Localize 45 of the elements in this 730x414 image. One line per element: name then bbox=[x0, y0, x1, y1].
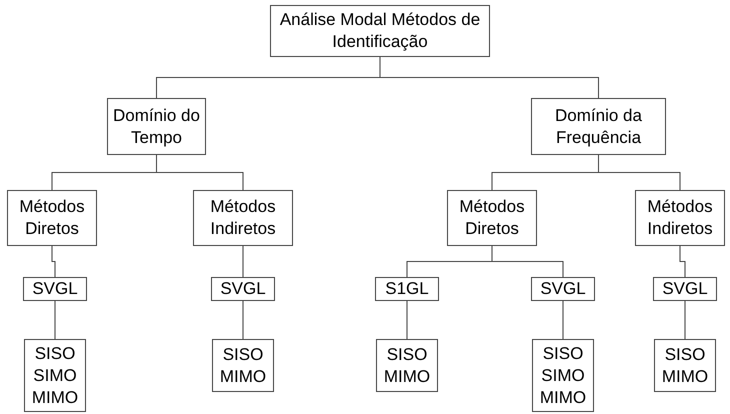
process-box bbox=[211, 277, 275, 301]
box-label: SVGL bbox=[32, 278, 78, 300]
box-label: SISO MIMO bbox=[220, 344, 266, 388]
connector-line bbox=[680, 246, 686, 278]
box-label: Métodos Indiretos bbox=[646, 196, 714, 240]
connector-line bbox=[562, 300, 564, 340]
box-label: SVGL bbox=[662, 278, 708, 300]
process-box bbox=[635, 190, 725, 246]
process-box bbox=[212, 339, 274, 392]
process-box bbox=[24, 339, 86, 412]
process-box bbox=[23, 277, 87, 301]
box-label: SISO SIMO MIMO bbox=[32, 342, 78, 408]
connector-line bbox=[242, 300, 244, 340]
box-label: SVGL bbox=[220, 278, 266, 300]
box-label: SISO MIMO bbox=[384, 344, 430, 388]
box-label: Domínio do Tempo bbox=[112, 104, 201, 148]
process-box bbox=[193, 190, 293, 246]
box-label: Domínio da Frequência bbox=[554, 104, 643, 148]
box-label: Métodos Diretos bbox=[458, 196, 526, 240]
process-box bbox=[7, 190, 97, 246]
process-box bbox=[532, 339, 594, 412]
connector-line bbox=[156, 154, 244, 190]
process-box bbox=[447, 190, 537, 246]
process-box bbox=[531, 98, 666, 155]
connector-line bbox=[52, 246, 56, 278]
process-box bbox=[531, 277, 595, 301]
box-label: SISO MIMO bbox=[662, 344, 708, 388]
connector-line bbox=[380, 56, 599, 98]
connector-line bbox=[684, 300, 686, 340]
connector-line bbox=[406, 300, 408, 340]
box-label: S1GL bbox=[385, 278, 429, 300]
box-label: SVGL bbox=[540, 278, 586, 300]
connector-line bbox=[54, 300, 56, 340]
process-box bbox=[653, 277, 717, 301]
box-label: Métodos Indiretos bbox=[209, 196, 277, 240]
box-label: SISO SIMO MIMO bbox=[540, 342, 586, 408]
process-box bbox=[270, 5, 490, 57]
connector-line bbox=[242, 246, 244, 278]
connector-line bbox=[492, 246, 564, 278]
process-box bbox=[376, 339, 438, 392]
process-box bbox=[375, 277, 439, 301]
process-box bbox=[654, 339, 716, 392]
process-box bbox=[107, 98, 206, 155]
box-label: Métodos Diretos bbox=[18, 196, 86, 240]
box-label: Análise Modal Métodos de Identificação bbox=[278, 9, 482, 53]
